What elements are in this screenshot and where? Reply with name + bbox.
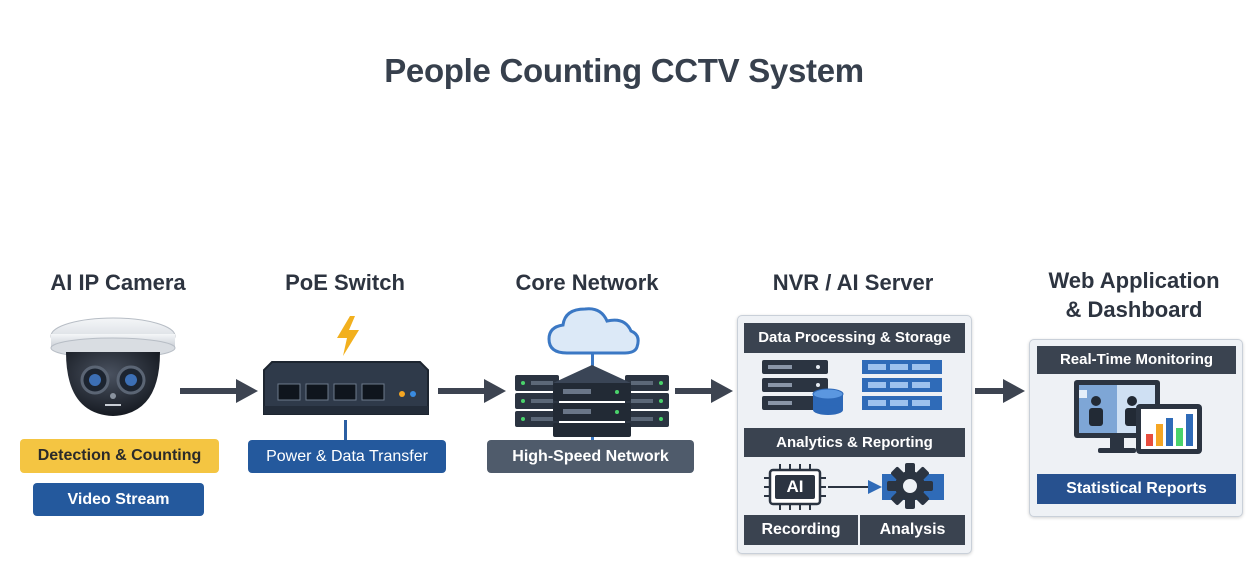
analysis-gear-icon — [882, 463, 944, 509]
web-title-line1: Web Application — [1048, 268, 1220, 293]
server-rack-icon — [515, 365, 669, 437]
network-title: Core Network — [515, 270, 659, 295]
server-title: NVR / AI Server — [772, 270, 934, 295]
cloud-connector-line — [591, 352, 594, 372]
ai-to-analysis-arrow — [828, 480, 882, 494]
ai-chip-icon — [764, 464, 826, 510]
recording-label: Recording — [744, 515, 858, 545]
web-title-line2: & Dashboard — [1065, 297, 1203, 322]
poe-switch-icon — [263, 361, 429, 415]
cloud-icon — [547, 307, 640, 355]
switch-connector-line — [344, 420, 347, 441]
video-stream-badge: Video Stream — [33, 483, 204, 516]
switch-title: PoE Switch — [285, 270, 405, 295]
real-time-monitoring-header: Real-Time Monitoring — [1037, 346, 1236, 374]
statistical-reports-label: Statistical Reports — [1037, 474, 1236, 504]
analytics-reporting-header: Analytics & Reporting — [744, 428, 965, 457]
arrow-network-to-server — [675, 379, 733, 403]
camera-title: AI IP Camera — [50, 270, 186, 295]
analysis-label: Analysis — [860, 515, 965, 545]
arrow-camera-to-switch — [180, 379, 258, 403]
processing-storage-header: Data Processing & Storage — [744, 323, 965, 353]
storage-icon — [762, 360, 942, 415]
arrow-switch-to-network — [438, 379, 506, 403]
lightning-icon — [337, 316, 359, 356]
camera-icon — [50, 317, 176, 416]
dashboard-monitor-icon — [1074, 380, 1202, 454]
detection-counting-badge: Detection & Counting — [20, 439, 219, 473]
high-speed-network-badge: High-Speed Network — [487, 440, 694, 473]
ai-chip-label: AI — [786, 477, 804, 496]
power-data-transfer-badge: Power & Data Transfer — [248, 440, 446, 473]
arrow-server-to-web — [975, 379, 1025, 403]
diagram-title: People Counting CCTV System — [384, 52, 864, 89]
